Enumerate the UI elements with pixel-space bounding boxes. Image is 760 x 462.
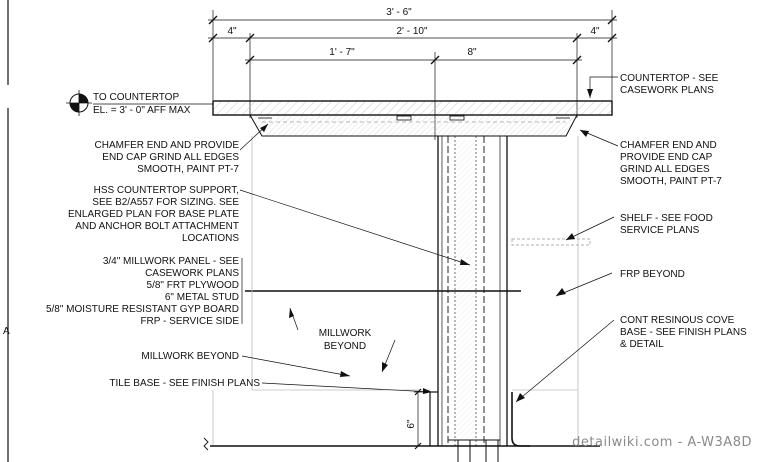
- frp-beyond-lines: [512, 136, 579, 446]
- svg-text:6" METAL STUD: 6" METAL STUD: [165, 292, 239, 303]
- note-chamfer-right: CHAMFER END AND PROVIDE END CAP GRIND AL…: [620, 140, 722, 187]
- note-tile-base: TILE BASE - SEE FINISH PLANS: [109, 378, 260, 389]
- note-wall-assembly: 3/4" MILLWORK PANEL - SEE CASEWORK PLANS…: [46, 256, 239, 327]
- note-cove-base: CONT RESINOUS COVE BASE - SEE FINISH PLA…: [620, 315, 747, 350]
- note-millwork-beyond-center: MILLWORK BEYOND: [319, 328, 372, 352]
- svg-text:3/4" MILLWORK PANEL - SEE: 3/4" MILLWORK PANEL - SEE: [103, 256, 240, 267]
- tile-base: [429, 391, 438, 446]
- leader-lines: [239, 76, 619, 403]
- svg-text:MILLWORK: MILLWORK: [319, 328, 372, 339]
- shelf-beyond: [511, 238, 591, 246]
- wall-stud-hatch: [456, 140, 475, 440]
- chamfer-end-caps: [258, 115, 570, 121]
- floor-line: [203, 437, 600, 451]
- note-chamfer-left: CHAMFER END AND PROVIDE END CAP GRIND AL…: [95, 140, 240, 175]
- svg-text:BEYOND: BEYOND: [324, 341, 366, 352]
- svg-text:BASE - SEE FINISH PLANS: BASE - SEE FINISH PLANS: [620, 327, 747, 338]
- dim-right-part: 8": [467, 47, 477, 58]
- watermark: detailwiki.com - A-W3A8D: [572, 435, 752, 450]
- resinous-cove-base: [511, 392, 530, 447]
- svg-text:AND ANCHOR BOLT ATTACHMENT: AND ANCHOR BOLT ATTACHMENT: [75, 221, 239, 232]
- svg-text:ENLARGED PLAN FOR BASE PLATE: ENLARGED PLAN FOR BASE PLATE: [68, 209, 239, 220]
- svg-text:FRP - SERVICE SIDE: FRP - SERVICE SIDE: [140, 316, 239, 327]
- note-shelf: SHELF - SEE FOOD SERVICE PLANS: [620, 213, 713, 236]
- dim-left-overhang: 4": [227, 26, 237, 37]
- svg-text:SMOOTH, PAINT PT-7: SMOOTH, PAINT PT-7: [620, 176, 722, 187]
- dim-base-height: 6": [406, 419, 417, 429]
- dim-overall: 3' - 6": [386, 7, 412, 18]
- note-millwork-beyond-left: MILLWORK BEYOND: [141, 351, 239, 362]
- leader-arrowheads: [260, 89, 593, 402]
- svg-text:HSS COUNTERTOP SUPPORT,: HSS COUNTERTOP SUPPORT,: [94, 185, 239, 196]
- svg-text:& DETAIL: & DETAIL: [620, 339, 664, 350]
- elevation-label-line1: TO COUNTERTOP: [93, 92, 179, 103]
- svg-text:5/8" MOISTURE RESISTANT GYP BO: 5/8" MOISTURE RESISTANT GYP BOARD: [46, 304, 239, 315]
- grid-mark: A: [3, 326, 10, 337]
- countertop-subframe: [249, 114, 578, 137]
- svg-text:COUNTERTOP - SEE: COUNTERTOP - SEE: [620, 73, 719, 84]
- elevation-label-line2: EL. = 3' - 0" AFF MAX: [93, 105, 191, 116]
- svg-text:CHAMFER END AND PROVIDE: CHAMFER END AND PROVIDE: [95, 140, 240, 151]
- svg-text:SEE B2/A557 FOR SIZING. SEE: SEE B2/A557 FOR SIZING. SEE: [92, 197, 239, 208]
- svg-text:SERVICE PLANS: SERVICE PLANS: [620, 225, 700, 236]
- countertop: [212, 100, 613, 116]
- dimension-ticks: [208, 15, 617, 65]
- base-plate-bolts: [448, 439, 500, 462]
- svg-text:PROVIDE END CAP: PROVIDE END CAP: [620, 152, 713, 163]
- dimension-lines: [208, 10, 617, 140]
- svg-text:GRIND ALL EDGES: GRIND ALL EDGES: [620, 164, 710, 175]
- svg-text:CHAMFER END AND: CHAMFER END AND: [620, 140, 717, 151]
- svg-text:END CAP GRIND ALL EDGES: END CAP GRIND ALL EDGES: [102, 152, 239, 163]
- dim-right-overhang: 4": [590, 26, 600, 37]
- svg-text:LOCATIONS: LOCATIONS: [182, 233, 239, 244]
- dim-left-part: 1' - 7": [329, 47, 355, 58]
- note-hss-support: HSS COUNTERTOP SUPPORT, SEE B2/A557 FOR …: [68, 185, 239, 244]
- dim-inner-span: 2' - 10": [396, 26, 427, 37]
- svg-text:CONT RESINOUS COVE: CONT RESINOUS COVE: [620, 315, 735, 326]
- svg-text:SMOOTH, PAINT PT-7: SMOOTH, PAINT PT-7: [137, 164, 239, 175]
- base-height-dimension: [414, 388, 432, 450]
- svg-text:CASEWORK PLANS: CASEWORK PLANS: [620, 85, 714, 96]
- svg-text:SHELF - SEE FOOD: SHELF - SEE FOOD: [620, 213, 713, 224]
- svg-text:5/8" FRT PLYWOOD: 5/8" FRT PLYWOOD: [147, 280, 239, 291]
- svg-text:CASEWORK PLANS: CASEWORK PLANS: [145, 268, 239, 279]
- elevation-marker-icon: [66, 90, 92, 116]
- note-countertop: COUNTERTOP - SEE CASEWORK PLANS: [620, 73, 719, 96]
- note-frp-beyond: FRP BEYOND: [620, 269, 685, 280]
